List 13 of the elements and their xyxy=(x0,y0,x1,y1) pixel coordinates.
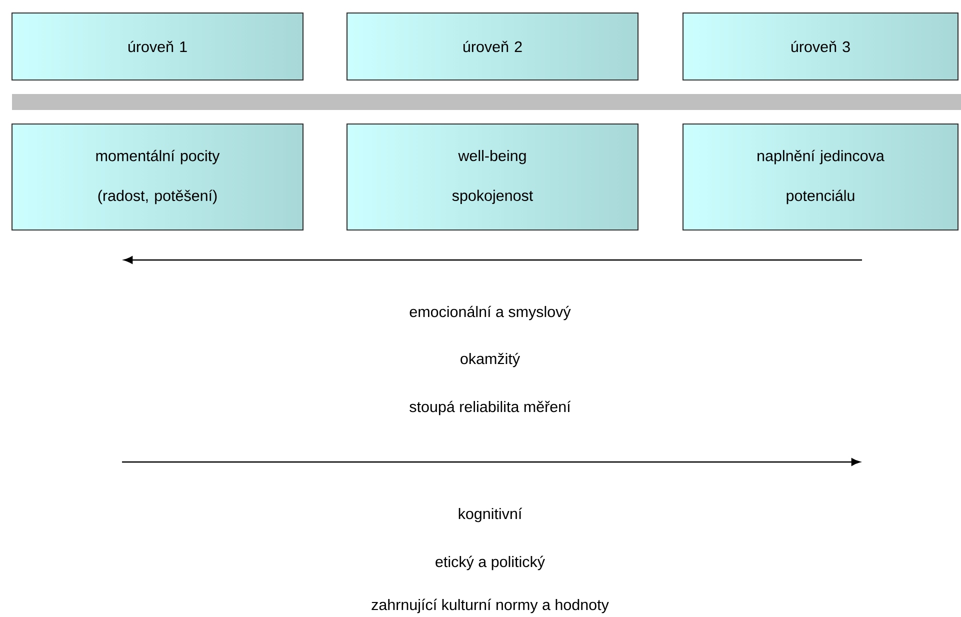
level-box: úroveň 3 xyxy=(682,12,959,81)
caption-text: kognitivní xyxy=(458,508,522,522)
caption-text: okamžitý xyxy=(460,352,520,368)
caption-text: zahrnující kulturní normy a hodnoty xyxy=(372,598,609,614)
description-box: naplnění jedincova potenciálu xyxy=(682,123,959,231)
caption-text: etický a politický xyxy=(436,556,545,570)
caption-text: emocionální a smyslový xyxy=(410,306,571,320)
separator-band xyxy=(12,94,961,110)
description-box: momentální pocity (radost, potěšení) xyxy=(11,123,304,231)
level-box: úroveň 2 xyxy=(346,12,639,81)
description-box: well-being spokojenost xyxy=(346,123,639,231)
caption-text: stoupá reliabilita měření xyxy=(410,400,571,416)
level-box: úroveň 1 xyxy=(11,12,304,81)
